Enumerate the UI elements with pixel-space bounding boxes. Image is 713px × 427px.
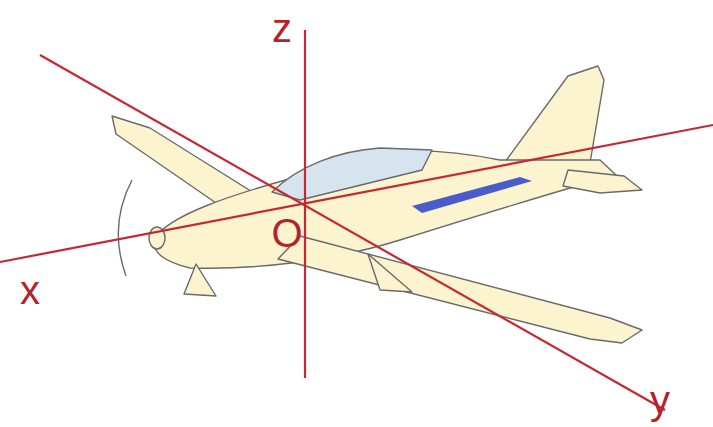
axis-label: z [272, 8, 292, 48]
stabilizer [563, 170, 642, 193]
nose-gear [184, 264, 216, 296]
axis-label: O [271, 213, 302, 253]
x-axis [0, 125, 713, 262]
axis-label: y [650, 380, 670, 420]
stripe [412, 177, 532, 213]
canopy [272, 148, 432, 200]
main-gear [368, 254, 412, 292]
propeller [118, 180, 132, 276]
y-axis [40, 55, 665, 410]
near-wing [278, 236, 642, 343]
axis-label: x [20, 270, 40, 310]
